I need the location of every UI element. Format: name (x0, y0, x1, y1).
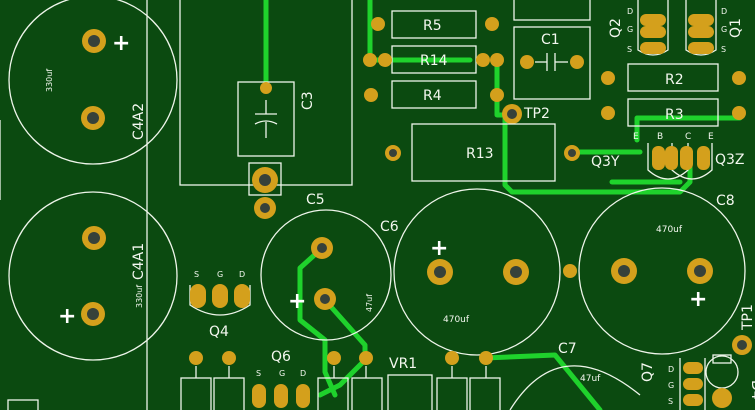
c3-pad-1 (260, 82, 272, 94)
bottom-pad-row (7, 351, 501, 410)
q4-pin-s: S (194, 270, 199, 279)
resistor-r4[interactable]: R4 (364, 80, 504, 109)
q6-pin-g: G (279, 369, 285, 378)
c3-pad-frame (248, 162, 282, 196)
capacitor-c5[interactable]: + 47uf C5 (260, 192, 392, 341)
capacitor-c4a1[interactable]: + 330uf C4A1 (8, 191, 178, 361)
q3-pin-e1: E (633, 132, 639, 142)
c4a1-plus-mark: + (58, 304, 76, 329)
c8-plus-mark: + (689, 287, 707, 312)
r3-refdes: R3 (665, 107, 684, 123)
trace-r3-right (634, 115, 743, 143)
r13-refdes: R13 (466, 146, 494, 162)
r4-refdes: R4 (423, 88, 442, 104)
capacitor-c8[interactable]: + 470uf C8 (578, 187, 746, 355)
regulator-vr1[interactable]: VR1 (387, 356, 433, 410)
c3-refdes: C3 (300, 91, 316, 110)
d4-refdes: D4 (748, 380, 755, 400)
q7-pin-g: G (668, 381, 674, 390)
c4a2-plus-mark: + (112, 31, 130, 56)
q1-refdes: Q1 (728, 18, 744, 38)
resistor-r14[interactable]: R14 (363, 45, 504, 74)
transistor-q3[interactable]: E B C E Q3Y Q3Z (591, 132, 745, 180)
r5-refdes: R5 (423, 18, 442, 34)
q7-pin-d: D (668, 365, 674, 374)
trace-r14-q3 (494, 57, 693, 195)
capacitor-c4a2[interactable]: + 330uf C4A2 (8, 0, 178, 165)
trace-c7 (482, 352, 603, 410)
transistor-q6[interactable]: S G D Q6 (252, 349, 310, 408)
capacitor-c1[interactable]: C1 (513, 0, 591, 100)
c6-c8-via (563, 264, 577, 278)
q3z-refdes: Q3Z (715, 152, 745, 168)
c4a2-refdes: C4A2 (131, 103, 147, 140)
c5-value: 47uf (365, 294, 374, 312)
q6-pin-s: S (256, 369, 261, 378)
transistor-q4[interactable]: S G D Q4 (189, 270, 251, 340)
resistor-r5[interactable]: R5 (371, 10, 499, 39)
c8-refdes: C8 (716, 193, 735, 209)
diode-d4[interactable]: D4 (705, 354, 755, 408)
q7-refdes: Q7 (640, 362, 656, 382)
q6-refdes: Q6 (271, 349, 291, 365)
transistor-q1[interactable]: Q1 S G D (685, 0, 744, 56)
resistor-r2[interactable]: R2 (601, 63, 746, 92)
r2-refdes: R2 (665, 72, 684, 88)
resistor-r13[interactable]: R13 (385, 123, 580, 182)
transistor-q7[interactable]: Q7 S G D (640, 358, 706, 410)
q3-pin-e2: E (708, 132, 714, 142)
capacitor-c6[interactable]: + 470uf C6 (380, 188, 577, 356)
c1-refdes: C1 (541, 32, 560, 48)
c1-upper-outline (513, 0, 591, 21)
tp1-refdes: TP1 (740, 304, 755, 331)
c4a1-value: 330uf (135, 285, 144, 308)
q4-pin-g: G (217, 270, 223, 279)
c6-value: 470uf (443, 315, 470, 325)
q4-pin-d: D (239, 270, 245, 279)
q6-pin-d: D (300, 369, 306, 378)
q3-pin-c: C (685, 132, 691, 142)
q4-refdes: Q4 (209, 324, 229, 340)
q3y-refdes: Q3Y (591, 154, 620, 170)
q2-pin-s: S (627, 45, 632, 54)
tp2-refdes: TP2 (523, 106, 550, 122)
c4a2-value: 330uf (45, 69, 54, 92)
c7-refdes: C7 (558, 341, 577, 357)
resistor-r3[interactable]: R3 (601, 98, 746, 127)
q7-pin-s: S (668, 397, 673, 406)
testpoint-tp2[interactable]: TP2 (502, 104, 550, 124)
q1-pin-d: D (721, 7, 727, 16)
q2-pin-g: G (627, 25, 633, 34)
c4a2-outline (8, 0, 178, 165)
c6-plus-mark: + (430, 236, 448, 261)
c4a1-outline (8, 191, 178, 361)
transistor-q2[interactable]: Q2 S G D (608, 0, 669, 56)
q1-pin-s: S (721, 45, 726, 54)
trace-c5-q6 (297, 247, 338, 398)
c5-refdes: C5 (306, 192, 325, 208)
c7-value: 47uf (580, 374, 601, 384)
r14-refdes: R14 (420, 53, 448, 69)
q3-pin-b: B (657, 132, 663, 142)
capacitor-c3[interactable]: C3 (237, 81, 316, 219)
capacitor-c7[interactable]: 47uf C7 (509, 341, 641, 410)
c8-value: 470uf (656, 225, 683, 235)
c5-plus-mark: + (288, 289, 306, 314)
q2-refdes: Q2 (608, 18, 624, 38)
testpoint-tp1[interactable]: TP1 (732, 304, 755, 355)
c6-refdes: C6 (380, 219, 399, 235)
q2-pin-d: D (627, 7, 633, 16)
vr1-refdes: VR1 (389, 356, 417, 372)
c4a1-refdes: C4A1 (131, 243, 147, 280)
q1-pin-g: G (721, 25, 727, 34)
